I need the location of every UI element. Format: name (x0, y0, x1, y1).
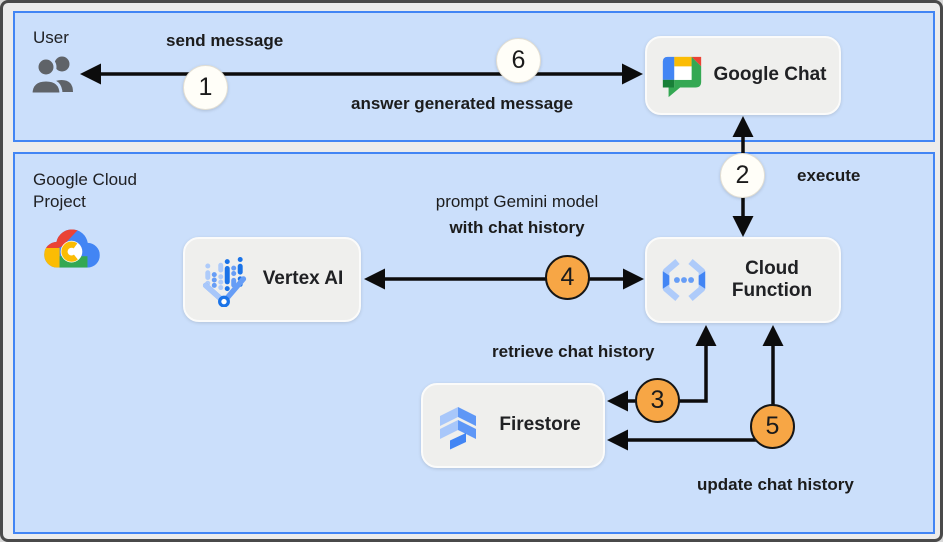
node-google-chat: Google Chat (645, 36, 841, 115)
node-label: Cloud Function (731, 257, 813, 301)
step-circle-4: 4 (545, 255, 590, 300)
edge-label-prompt-gemini: prompt Gemini model with chat history (408, 189, 626, 240)
users-icon (29, 51, 79, 102)
cloud-functions-icon (659, 256, 709, 304)
node-firestore: Firestore (421, 383, 605, 468)
node-label: Firestore (499, 414, 581, 436)
edge-label-prompt-line1: prompt Gemini model (435, 192, 599, 211)
step-circle-2: 2 (720, 153, 765, 198)
step-circle-1: 1 (183, 65, 228, 110)
edge-label-update: update chat history (697, 475, 854, 494)
edge-label-execute: execute (797, 166, 861, 185)
edge-label-prompt-line2: with chat history (449, 217, 585, 237)
google-cloud-logo (39, 223, 105, 278)
zone-gcp-label: Google Cloud Project (33, 170, 137, 211)
edge-label-answer-generated: answer generated message (351, 94, 574, 113)
vertex-ai-icon (197, 253, 251, 307)
step-circle-5: 5 (750, 404, 795, 449)
edge-label-send-message: send message (166, 31, 284, 50)
step-circle-3: 3 (635, 378, 680, 423)
node-label: Vertex AI (262, 268, 344, 290)
google-chat-logo (659, 53, 705, 99)
step-circle-6: 6 (496, 38, 541, 83)
node-vertex-ai: Vertex AI (183, 237, 361, 322)
firestore-icon (435, 400, 481, 452)
edge-label-retrieve: retrieve chat history (492, 342, 655, 361)
node-label: Google Chat (713, 64, 827, 86)
zone-user-label: User (33, 28, 69, 47)
node-cloud-function: Cloud Function (645, 237, 841, 323)
